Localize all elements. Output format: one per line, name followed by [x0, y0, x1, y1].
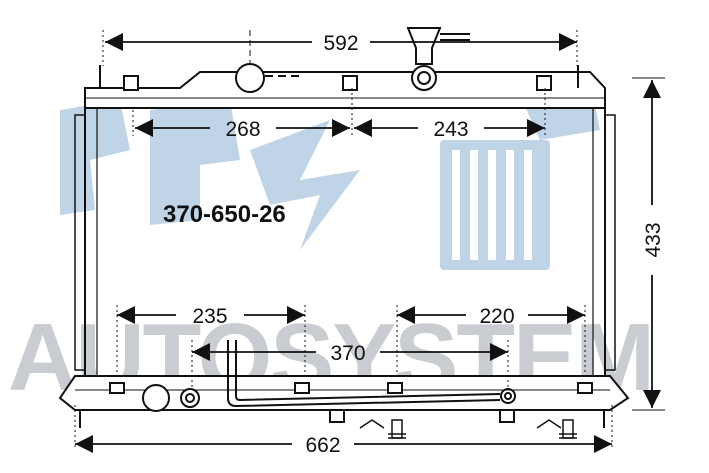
cooler-line — [227, 340, 516, 408]
top-sensor-boss — [235, 30, 300, 93]
dimension-lines — [75, 33, 665, 453]
dim-top-width: 592 — [323, 32, 358, 55]
part-number: 370-650-26 — [163, 201, 286, 228]
dim-tank-left: 268 — [225, 118, 260, 141]
dim-core-right: 220 — [479, 305, 514, 328]
dim-tank-right: 243 — [433, 118, 468, 141]
dim-core-left: 235 — [192, 305, 227, 328]
filler-cap — [406, 27, 470, 91]
dim-mount-span: 370 — [330, 342, 365, 365]
mount-pins — [359, 419, 577, 439]
dim-height: 433 — [642, 222, 665, 257]
bottom-tank — [58, 375, 630, 428]
dim-overall-width: 662 — [305, 434, 340, 457]
top-tank — [84, 65, 606, 109]
watermark-logo — [60, 80, 600, 270]
